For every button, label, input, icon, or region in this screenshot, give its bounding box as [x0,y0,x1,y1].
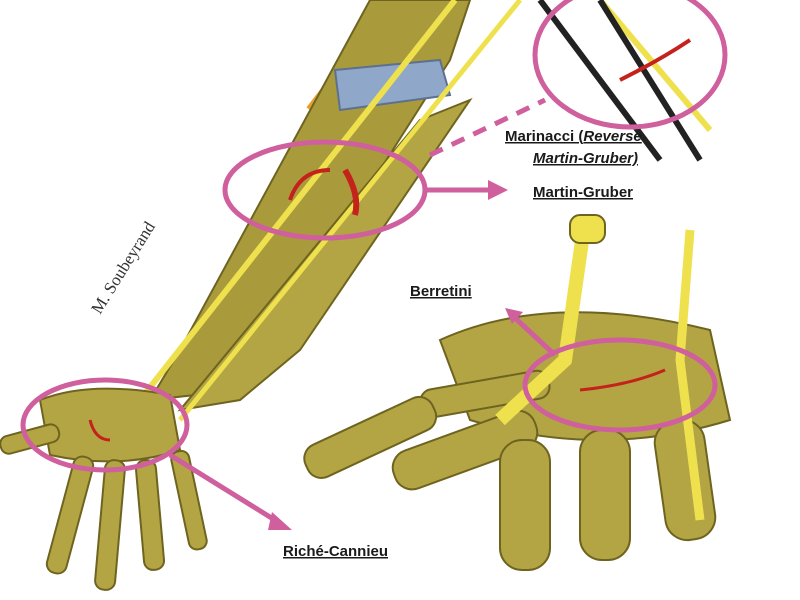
hand-palm-view [303,214,732,571]
marinacci-label-line2: Martin-Gruber) [533,150,638,167]
berretini-arrow [513,316,557,357]
riche-cannieu-label: Riché-Cannieu [283,543,388,560]
marinacci-label: Marinacci (Reverse [505,128,642,145]
berretini-label: Berretini [410,283,472,300]
pointers [168,97,557,530]
martin-gruber-branch [288,168,331,201]
berretini-circle [522,337,718,433]
berretini-branch [579,368,666,392]
riche-cannieu-circle [20,377,190,473]
ulnar-nerve [178,0,522,422]
riche-cannieu-arrow [168,452,280,525]
hand-left [0,387,208,591]
artist-signature: M. Soubeyrand [87,218,159,317]
elbow-cartilage [333,58,452,112]
martin-gruber-label: Martin-Gruber [533,184,633,201]
carpal-bones [38,387,182,463]
median-nerve-palm [495,219,592,426]
forearm [137,0,522,422]
inset-circle [532,0,728,130]
ulnar-nerve-palm [675,229,705,521]
martin-gruber-branch-2 [342,168,360,216]
dashed-connector [428,97,547,158]
median-nerve [137,0,458,402]
